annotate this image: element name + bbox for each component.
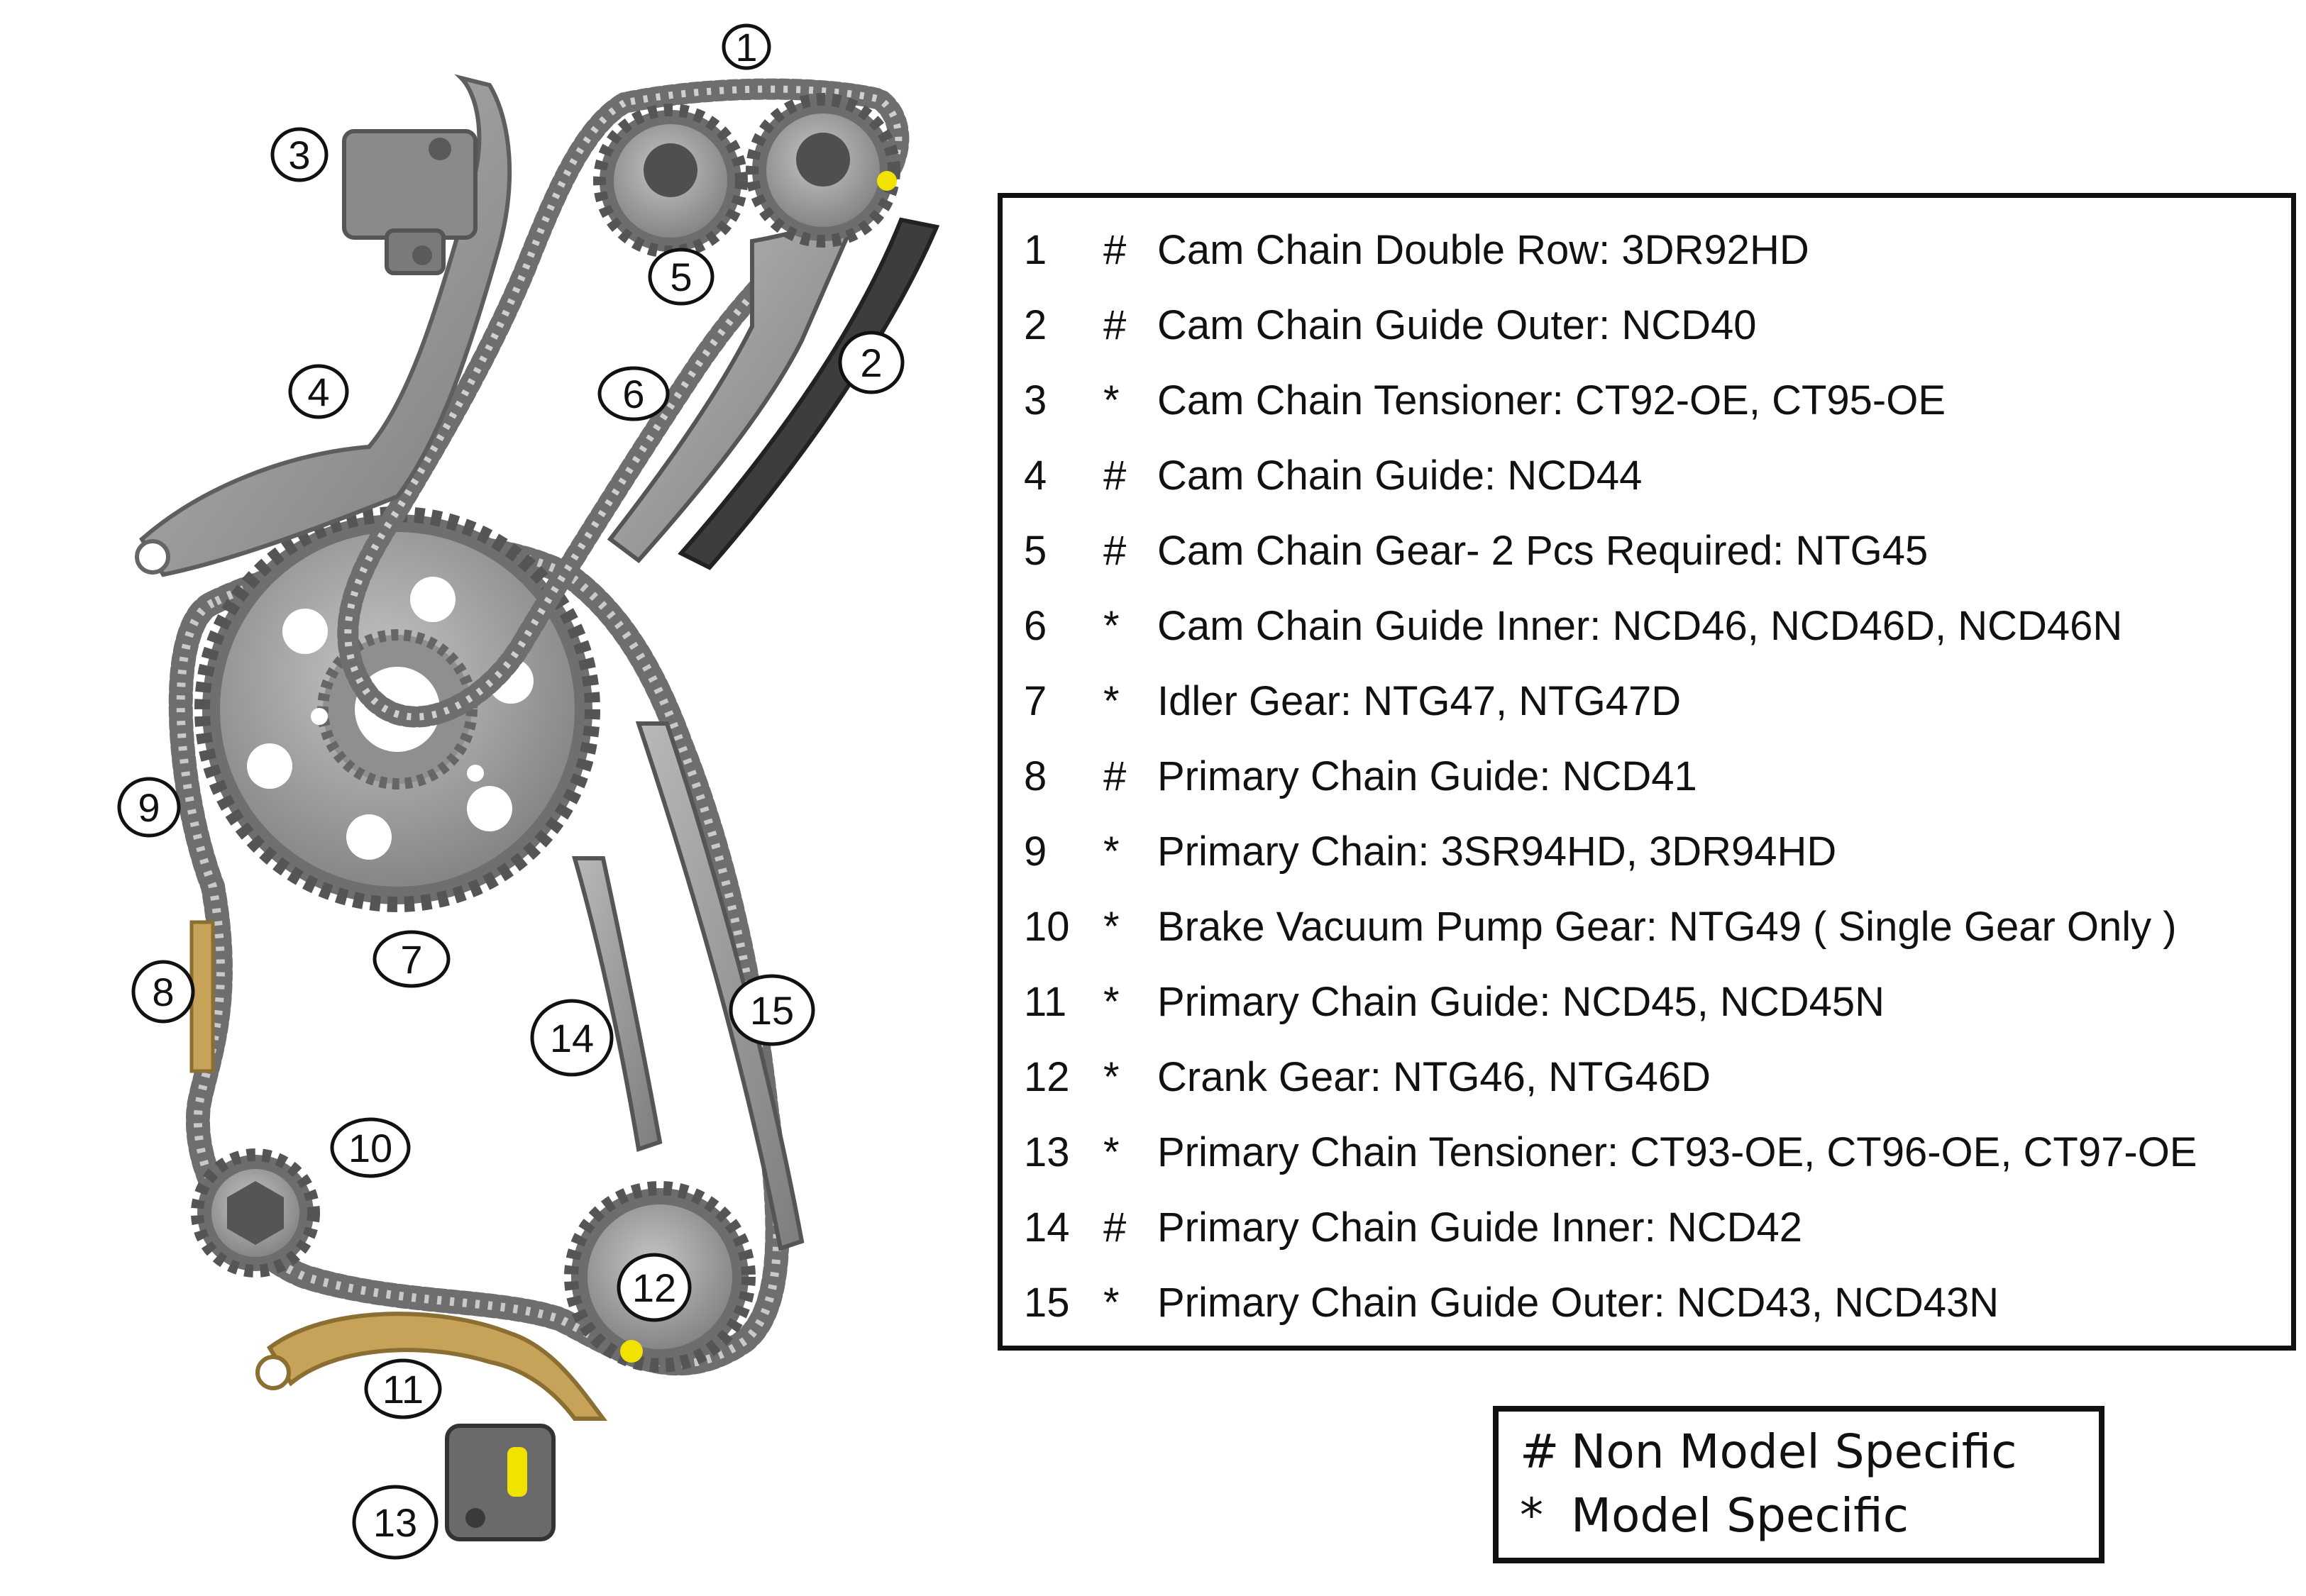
part-description: Idler Gear: NTG47, NTG47D: [1157, 678, 1682, 724]
part-description: Cam Chain Double Row: 3DR92HD: [1157, 227, 1809, 273]
legend-symbol: #: [1520, 1424, 1560, 1479]
cam-chain-tensioner: [342, 129, 478, 275]
svg-text:6: 6: [622, 372, 644, 416]
timing-mark-yellow: [877, 171, 897, 191]
part-description: Cam Chain Guide: NCD44: [1157, 453, 1643, 499]
part-symbol: #: [1103, 302, 1127, 348]
cam-chain-guide-outer: [678, 217, 940, 570]
part-description: Crank Gear: NTG46, NTG46D: [1157, 1054, 1711, 1100]
part-number: 10: [1024, 904, 1070, 950]
primary-chain-guide-left: [189, 920, 215, 1073]
part-symbol: *: [1103, 979, 1120, 1025]
part-symbol: *: [1103, 1129, 1120, 1175]
svg-text:11: 11: [382, 1367, 424, 1412]
svg-text:4: 4: [307, 370, 329, 414]
callout-3: 3: [270, 127, 329, 182]
cam-gear-left: [593, 104, 748, 258]
part-number: 14: [1024, 1204, 1070, 1251]
part-number: 4: [1024, 453, 1047, 499]
legend-row-non-model-specific: #Non Model Specific: [1520, 1424, 2017, 1479]
callout-15: 15: [729, 974, 815, 1046]
part-description: Cam Chain Tensioner: CT92-OE, CT95-OE: [1157, 377, 1946, 423]
part-number: 13: [1024, 1129, 1070, 1175]
callout-7: 7: [373, 930, 451, 988]
svg-text:2: 2: [860, 340, 882, 385]
callout-5: 5: [648, 248, 715, 306]
primary-chain: [168, 533, 790, 1376]
part-symbol: #: [1103, 227, 1127, 273]
part-description: Primary Chain Guide: NCD41: [1157, 753, 1697, 799]
part-number: 3: [1024, 377, 1047, 423]
callout-13: 13: [352, 1485, 438, 1560]
part-description: Cam Chain Guide Outer: NCD40: [1157, 302, 1757, 348]
primary-chain-tensioner: [445, 1424, 556, 1541]
svg-text:14: 14: [550, 1016, 594, 1060]
callout-14: 14: [530, 999, 614, 1077]
part-symbol: *: [1103, 829, 1120, 875]
part-symbol: *: [1103, 678, 1120, 724]
callout-12: 12: [617, 1253, 692, 1322]
part-symbol: #: [1103, 1204, 1127, 1251]
part-symbol: *: [1103, 377, 1120, 423]
callout-6: 6: [597, 366, 670, 421]
timing-chain-diagram: 1 2 3 4 5 6 7 8 9 10 11 12 13 14 15: [117, 23, 940, 1560]
callout-9: 9: [117, 777, 181, 838]
primary-chain-guide-outer: [635, 721, 805, 1251]
svg-text:10: 10: [348, 1126, 392, 1170]
part-number: 8: [1024, 753, 1047, 799]
part-description: Primary Chain Guide Outer: NCD43, NCD43N: [1157, 1280, 1999, 1326]
svg-text:15: 15: [750, 988, 794, 1033]
callout-10: 10: [330, 1117, 411, 1178]
part-number: 9: [1024, 829, 1047, 875]
svg-text:1: 1: [735, 25, 757, 70]
svg-text:8: 8: [152, 970, 174, 1014]
part-symbol: #: [1103, 453, 1127, 499]
part-description: Brake Vacuum Pump Gear: NTG49 ( Single G…: [1157, 904, 2177, 950]
part-number: 11: [1024, 979, 1067, 1025]
cam-chain-guide: [139, 74, 512, 577]
primary-chain-guide-inner: [572, 856, 663, 1152]
part-description: Cam Chain Guide Inner: NCD46, NCD46D, NC…: [1157, 603, 2123, 649]
part-number: 5: [1024, 528, 1047, 574]
legend-label: Model Specific: [1571, 1488, 1909, 1543]
part-description: Primary Chain Guide: NCD45, NCD45N: [1157, 979, 1885, 1025]
part-description: Primary Chain Guide Inner: NCD42: [1157, 1204, 1803, 1251]
legend-symbol: *: [1520, 1488, 1543, 1543]
part-number: 2: [1024, 302, 1047, 348]
part-number: 6: [1024, 603, 1047, 649]
callout-11: 11: [364, 1358, 442, 1419]
legend: #Non Model Specific * Model Specific: [1493, 1406, 2104, 1563]
svg-text:5: 5: [670, 255, 692, 299]
legend-label: Non Model Specific: [1571, 1424, 2017, 1479]
part-symbol: *: [1103, 603, 1120, 649]
part-number: 15: [1024, 1280, 1070, 1326]
callout-4: 4: [288, 364, 349, 419]
part-number: 1: [1024, 227, 1047, 273]
brake-vacuum-pump-gear: [191, 1148, 320, 1278]
part-description: Cam Chain Gear- 2 Pcs Required: NTG45: [1157, 528, 1929, 574]
part-description: Primary Chain Tensioner: CT93-OE, CT96-O…: [1157, 1129, 2197, 1175]
part-symbol: #: [1103, 753, 1127, 799]
svg-text:3: 3: [288, 133, 310, 177]
cam-gear-right: [746, 93, 900, 248]
part-number: 7: [1024, 678, 1047, 724]
legend-row-model-specific: * Model Specific: [1520, 1488, 1909, 1543]
svg-text:9: 9: [138, 785, 160, 830]
callout-2: 2: [838, 331, 905, 394]
svg-text:12: 12: [632, 1265, 676, 1310]
part-symbol: *: [1103, 1054, 1120, 1100]
part-symbol: *: [1103, 904, 1120, 950]
callout-8: 8: [131, 960, 195, 1024]
svg-text:7: 7: [400, 937, 422, 982]
callout-1: 1: [722, 23, 771, 70]
part-description: Primary Chain: 3SR94HD, 3DR94HD: [1157, 829, 1837, 875]
parts-list: 1 # Cam Chain Double Row: 3DR92HD 2 # Cam Ch…: [998, 193, 2296, 1351]
part-symbol: *: [1103, 1280, 1120, 1326]
part-symbol: #: [1103, 528, 1127, 574]
part-number: 12: [1024, 1054, 1070, 1100]
svg-text:13: 13: [373, 1500, 417, 1545]
primary-chain-guide-lower: [267, 1312, 607, 1421]
